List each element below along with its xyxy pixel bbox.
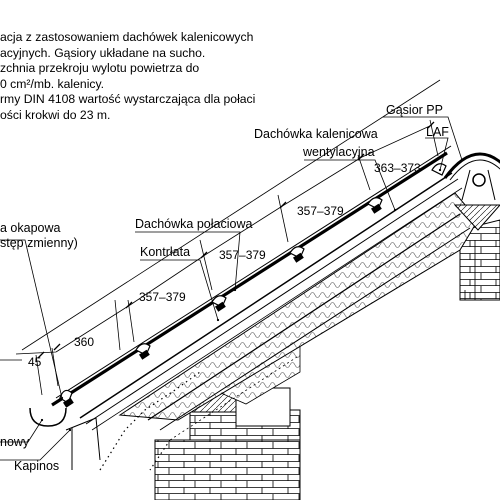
dimension-eave: 360 xyxy=(74,335,94,349)
description-text: acja z zastosowaniem dachówek kalenicowy… xyxy=(0,30,270,124)
label-laf: LAF xyxy=(426,125,449,139)
dimension-lower: 357–379 xyxy=(139,290,186,304)
dimension-ridge: 363–373 xyxy=(374,161,421,175)
label-gutter: nowy xyxy=(0,435,30,449)
description-line: acyjnych. Gąsiory układane na sucho. xyxy=(0,45,206,60)
label-counter-batten: Kontrłata xyxy=(140,245,190,259)
dimension-middle: 357–379 xyxy=(219,248,266,262)
description-line: 0 cm²/mb. kalenicy. xyxy=(0,76,105,91)
label-ridge-vent-tile-line1: Dachówka kalenicowa xyxy=(254,127,378,141)
dimension-overhang: 45 xyxy=(28,355,42,369)
dimension-upper: 357–379 xyxy=(297,204,344,218)
dimension-ticks xyxy=(37,121,435,359)
leader-lines xyxy=(0,116,464,461)
label-drip-edge: Kapinos xyxy=(14,459,59,473)
label-eave-tile-line1: a okapowa xyxy=(0,221,61,235)
label-ridge-vent-tile-line2: wentylacyjna xyxy=(302,145,375,159)
label-eave-tile-line2: stęp zmienny) xyxy=(0,236,78,250)
gutter xyxy=(29,407,101,470)
description-line: acja z zastosowaniem dachówek kalenicowy… xyxy=(0,30,254,44)
ridge-masonry xyxy=(459,219,500,301)
description-line: ości krokwi do 23 m. xyxy=(0,107,111,122)
description-line: zchnia przekroju wylotu powietrza do xyxy=(0,61,200,76)
counter-batten xyxy=(79,172,463,431)
description-line: rmy DIN 4108 wartość wystarczająca dla p… xyxy=(0,92,256,107)
label-roof-tile: Dachówka połaciowa xyxy=(135,217,252,231)
rafter-insulation xyxy=(118,192,479,441)
label-ridge-cap: Gąsior PP xyxy=(386,103,443,117)
ventilation-path xyxy=(99,371,201,471)
ridge-tile xyxy=(443,152,500,231)
